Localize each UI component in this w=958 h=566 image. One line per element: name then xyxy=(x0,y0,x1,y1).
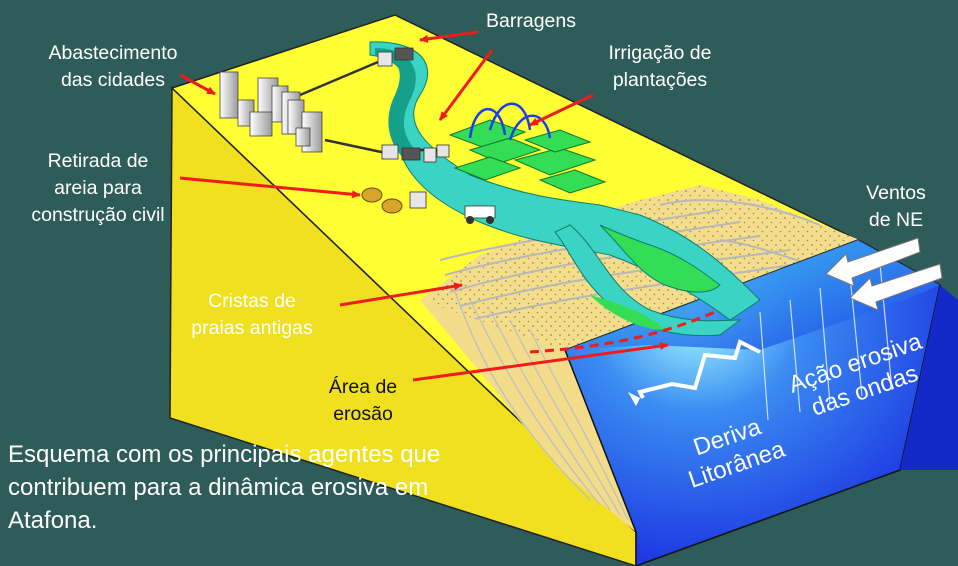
label-abastecimento: Abastecimento das cidades xyxy=(48,42,178,91)
sea-right-face xyxy=(900,285,958,470)
river-island-2 xyxy=(590,295,665,330)
river-dark-bank xyxy=(375,48,420,160)
drift-zigzag xyxy=(637,339,761,399)
diagram-caption: Esquema com os principais agentes que co… xyxy=(8,441,441,534)
river-branch xyxy=(554,224,742,337)
erosion-line xyxy=(529,310,716,354)
pointer-arrows xyxy=(179,30,669,382)
city-buildings xyxy=(219,71,323,153)
sand-piles xyxy=(361,187,496,224)
label-irrigacao: Irrigação de plantações xyxy=(608,42,712,91)
dam-structures xyxy=(377,47,450,163)
river-island xyxy=(599,224,721,293)
side-sand-wedge xyxy=(420,300,636,532)
sprinkler-arcs xyxy=(468,102,552,141)
wind-arrows xyxy=(825,237,943,311)
label-area-erosao: Área de erosão xyxy=(328,376,398,425)
irrigation-fields xyxy=(448,119,607,194)
label-barragens: Barragens xyxy=(486,10,576,32)
side-ridges xyxy=(454,291,629,521)
label-ventos: Ventos de NE xyxy=(866,182,926,231)
label-retirada: Retirada de areia para construção civil xyxy=(31,150,165,226)
label-cristas: Cristas de praias antigas xyxy=(191,290,313,339)
